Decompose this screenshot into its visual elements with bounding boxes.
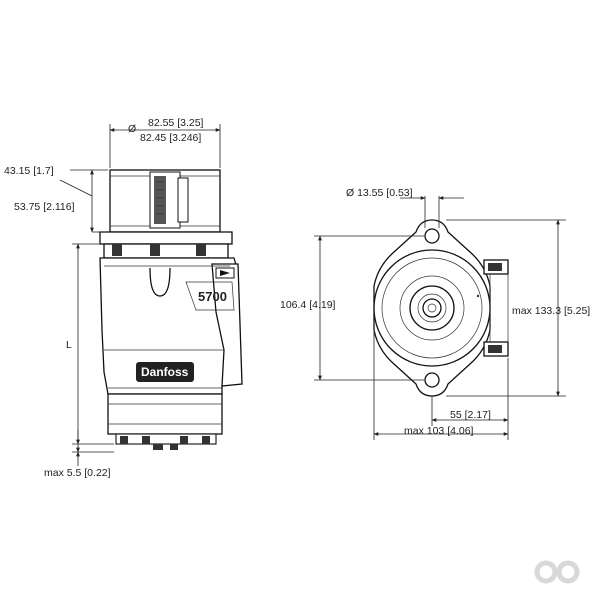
shaft-key — [154, 176, 166, 224]
center-to-port-width: 55 [2.17] — [450, 409, 491, 421]
max-width: max 103 [4.06] — [404, 425, 474, 437]
bolt-hole-bottom — [424, 372, 440, 388]
shaft-length-upper: 43.15 [1.7] — [4, 165, 54, 177]
brand-name: Danfoss — [141, 365, 189, 379]
overall-length-label: L — [66, 339, 72, 351]
max-height: max 133.3 [5.25] — [512, 305, 590, 317]
mounting-flange — [99, 231, 233, 245]
shaft-diameter-symbol: Ø — [128, 123, 136, 135]
two-rings-logo-icon — [534, 560, 580, 584]
max-bottom-dimension: max 5.5 [0.22] — [44, 467, 111, 479]
bolt-hole-diameter: Ø 13.55 [0.53] — [346, 187, 413, 199]
shaft-length-lower: 53.75 [2.116] — [14, 201, 75, 213]
bolt-spacing-height: 106.4 [4.19] — [280, 299, 336, 311]
shaft-diameter-max: 82.55 [3.25] — [148, 117, 204, 129]
brand-plate — [136, 362, 194, 382]
bolt-hole-top — [424, 228, 440, 244]
shaft-diameter-min: 82.45 [3.246] — [140, 132, 201, 144]
end-view: Ø 13.55 [0.53] 106.4 [4.19] max 133.3 [5… — [280, 187, 590, 440]
end-cover — [107, 393, 223, 435]
side-view: 5700 Danfoss Ø 82.55 [3.25] 82.45 [3.246… — [4, 117, 243, 479]
model-number: 5700 — [198, 289, 227, 304]
